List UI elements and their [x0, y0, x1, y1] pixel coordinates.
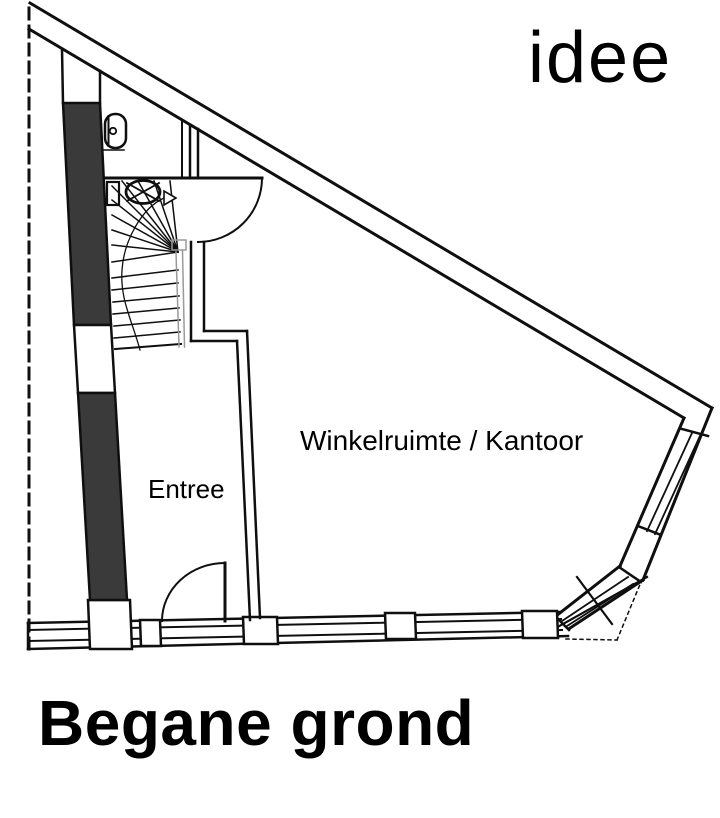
- logo-text: idee: [528, 18, 673, 98]
- room-label-entree: Entree: [148, 474, 225, 504]
- storefront-glazing: [26, 598, 570, 651]
- demolition-x-mark: [552, 575, 649, 631]
- party-wall: [60, 47, 129, 602]
- exterior-wall-top: [26, 0, 715, 421]
- stair-winder: [110, 179, 187, 351]
- stair-direction-arrow-icon: [163, 189, 178, 207]
- floor-title: Begane grond: [38, 687, 475, 759]
- window-right-wall: [618, 406, 714, 582]
- stair-hall-wall: [181, 119, 262, 622]
- boundary-dotted-corner: [565, 581, 642, 641]
- door-shop: [102, 176, 264, 244]
- room-label-winkelruimte: Winkelruimte / Kantoor: [300, 425, 584, 456]
- sink-fixture: [105, 179, 162, 207]
- door-entrance: [160, 561, 227, 623]
- toilet-fixture: [101, 112, 128, 151]
